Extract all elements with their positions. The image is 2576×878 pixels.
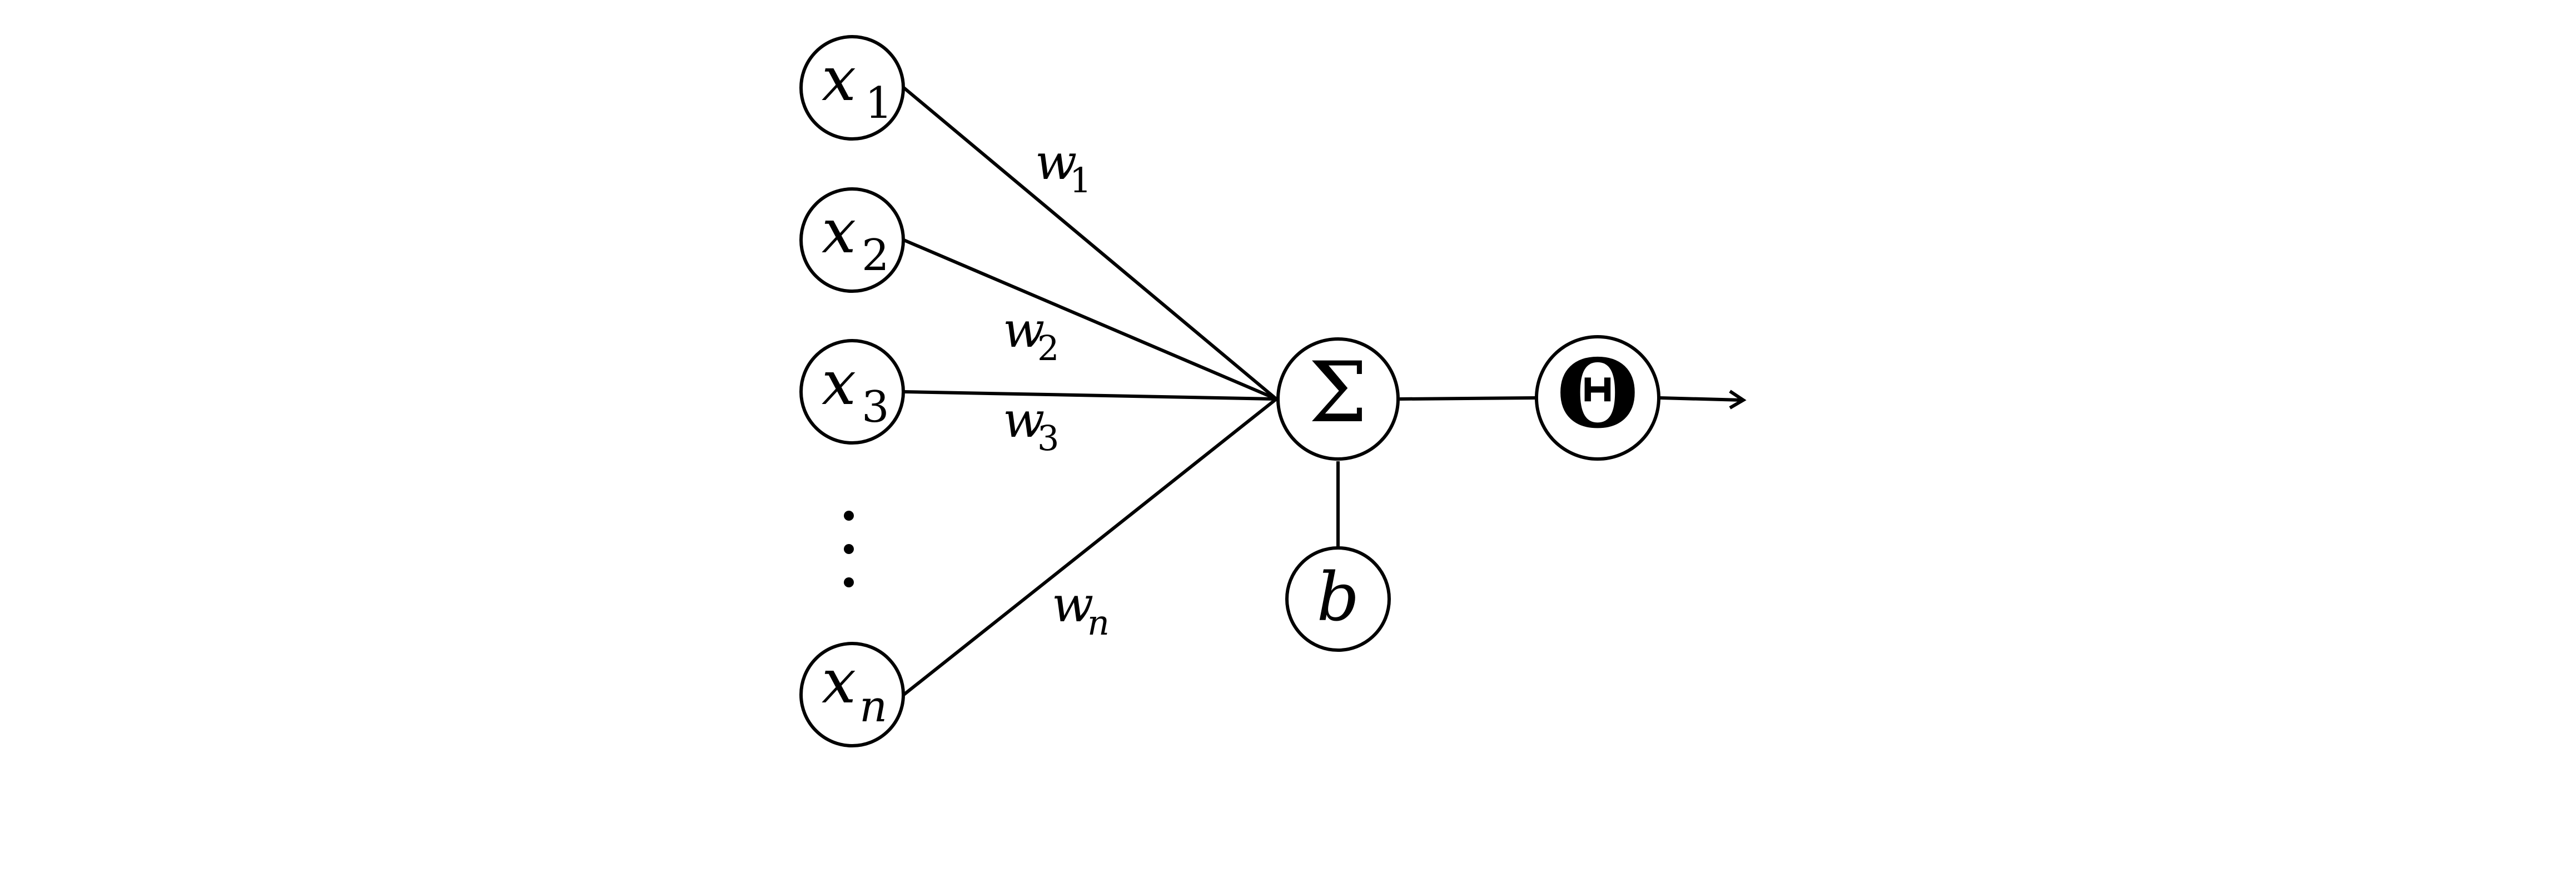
output-arrowhead [1729,390,1747,410]
input-x3-subscript: 3 [862,382,889,432]
weight-label-wn: w n [1052,576,1110,643]
weight-w2-subscript: 2 [1037,328,1059,368]
input-x2-symbol: x [822,196,856,267]
edge-x3-sum [903,390,1277,401]
edge-x2-sum [903,238,1277,401]
edge-sum-activation [1399,396,1536,401]
weight-w2-symbol: w [1003,301,1045,358]
weight-label-w1: w 1 [1035,133,1091,201]
weight-w1-subscript: 1 [1070,160,1091,201]
input-xn-subscript: n [859,682,887,732]
sum-symbol: Σ [1309,345,1367,441]
weight-wn-subscript: n [1087,602,1110,643]
input-x1-symbol: x [822,43,856,114]
input-node-x2: x 2 [799,187,905,293]
bias-node: b [1285,546,1391,652]
input-xn-symbol: x [822,646,856,717]
weight-w3-symbol: w [1003,391,1045,448]
activation-node: Θ [1535,335,1660,461]
input-x3-symbol: x [822,347,856,418]
vertical-ellipsis [844,511,854,587]
edge-xn-sum [903,397,1277,696]
input-node-x1: x 1 [799,35,905,141]
weight-w3-subscript: 3 [1037,418,1059,458]
output-arrow [1659,396,1743,402]
input-x1-subscript: 1 [865,78,893,128]
weight-w1-symbol: w [1035,133,1077,191]
input-x2-subscript: 2 [862,231,889,281]
input-node-xn: x n [799,642,905,747]
weight-wn-symbol: w [1052,576,1093,633]
input-node-x3: x 3 [799,339,905,445]
weight-label-w3: w 3 [1003,391,1059,458]
bias-symbol: b [1317,559,1360,636]
activation-symbol: Θ [1556,338,1639,450]
sum-node: Σ [1276,337,1400,461]
weight-label-w2: w 2 [1003,301,1059,368]
edge-x1-sum [903,86,1277,401]
